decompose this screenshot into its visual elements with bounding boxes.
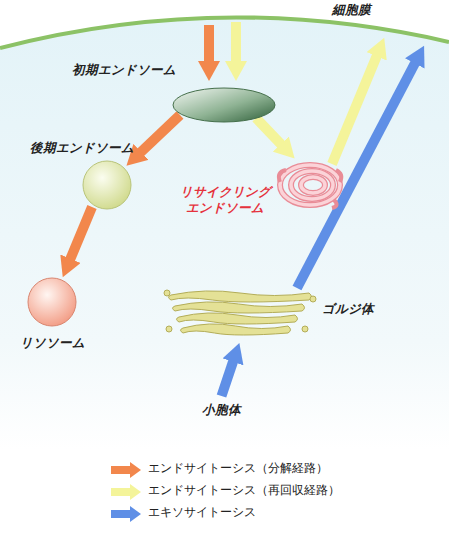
flow-arrow — [297, 62, 416, 288]
node-label: 初期エンドソーム — [72, 62, 176, 78]
node-label: 小胞体 — [202, 402, 241, 418]
organelle-circle — [83, 161, 131, 209]
tubule — [301, 177, 325, 193]
outline — [276, 160, 344, 210]
flow-arrow — [256, 118, 282, 146]
early-endosome: 初期エンドソーム — [60, 58, 280, 128]
swatch-arrow — [111, 506, 141, 522]
golgi-vesicle — [310, 296, 316, 302]
tubule — [291, 171, 333, 199]
outline — [165, 285, 315, 337]
tubule — [279, 170, 341, 208]
tubule — [301, 177, 325, 193]
outline — [82, 160, 132, 210]
node-label: ゴルジ体 — [322, 301, 374, 317]
recycling-endosome: リサイクリング エンドソーム — [176, 156, 348, 216]
tubule — [291, 171, 333, 199]
cisterna — [169, 291, 312, 302]
outline — [0, 0, 449, 50]
organelle-circle — [28, 278, 76, 326]
membrane-line — [0, 17, 449, 48]
outline — [27, 277, 77, 327]
flow-arrow — [70, 207, 92, 261]
swatch-arrow — [111, 462, 141, 478]
legend-swatch — [110, 462, 142, 478]
cisterna — [177, 313, 298, 324]
cytoplasm — [0, 17, 449, 450]
node-label: 後期エンドソーム — [30, 140, 134, 156]
flow-arrow — [222, 360, 234, 396]
node-label: リサイクリング エンドソーム — [178, 184, 272, 215]
outline — [172, 87, 276, 123]
legend-label: エンドサイトーシス（分解経路） — [148, 461, 328, 476]
legend-swatch — [110, 506, 142, 522]
flow-arrow — [204, 25, 214, 63]
cell-membrane: 細胞膜 — [0, 0, 449, 50]
flow-arrow — [140, 115, 180, 153]
legend-swatch — [110, 484, 142, 500]
endoplasmic-reticulum: 小胞体 — [198, 400, 268, 422]
legend-label: エンドサイトーシス（再回収経路） — [148, 483, 340, 498]
lysosome: リソソーム — [16, 275, 116, 357]
legend-label: エキソサイトーシス — [148, 505, 256, 520]
tubule — [280, 165, 340, 205]
late-endosome: 後期エンドソーム — [26, 136, 138, 214]
golgi-vesicle — [164, 290, 170, 296]
node-label: 細胞膜 — [332, 2, 371, 18]
tubule — [280, 165, 340, 205]
golgi-vesicle — [302, 326, 308, 332]
cisterna — [173, 302, 305, 313]
cisterna — [181, 324, 291, 335]
golgi-vesicle — [166, 326, 172, 332]
flow-arrow — [231, 22, 241, 63]
golgi-apparatus: ゴルジ体 — [165, 283, 390, 339]
endosome-ellipse — [173, 88, 275, 122]
node-label: リソソーム — [20, 335, 85, 351]
swatch-arrow — [111, 484, 141, 500]
